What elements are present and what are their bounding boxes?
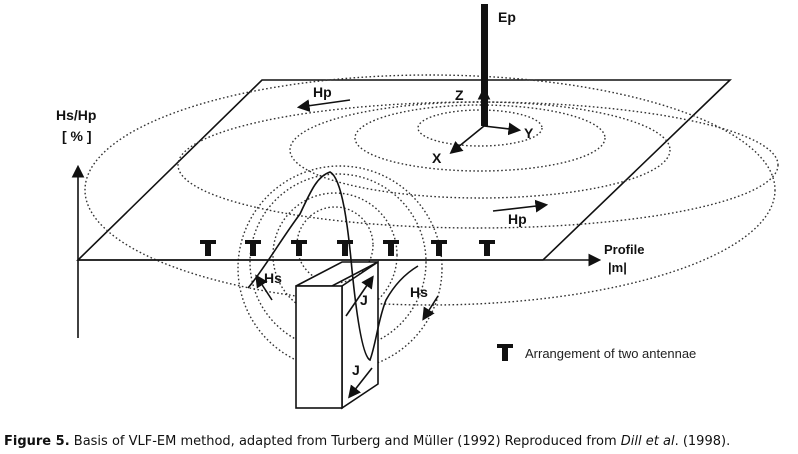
legend-antenna-icon	[497, 344, 513, 361]
primary-field-ellipse-3	[289, 101, 671, 199]
label-hs-hp: Hs/Hp	[56, 107, 96, 123]
label-j-upper: J	[360, 292, 368, 308]
hs-hp-anomaly-curve	[247, 171, 419, 362]
primary-field-ellipse-5	[84, 74, 776, 306]
vlf-em-diagram: Arrangement of two antennae Ep Z Y X Hp …	[56, 4, 779, 410]
primary-field-ellipse-4	[177, 101, 779, 229]
caption-prefix: Figure 5.	[4, 434, 70, 449]
primary-field-ellipse-1	[417, 109, 543, 147]
antenna-marker	[479, 240, 495, 256]
hp-arrow-right	[492, 199, 549, 213]
label-hs-right: Hs	[410, 284, 428, 300]
label-hp-top: Hp	[313, 84, 332, 100]
hp-arrow-top	[296, 99, 351, 113]
label-z: Z	[455, 87, 464, 103]
caption-text-end: . (1998).	[674, 434, 731, 449]
secondary-field-circle-3	[249, 173, 427, 351]
figure-caption: Figure 5. Basis of VLF-EM method, adapte…	[4, 434, 730, 449]
antenna-marker	[337, 240, 353, 256]
hs-arrow-left	[255, 274, 273, 301]
label-x: X	[432, 150, 442, 166]
j-arrow-lower	[348, 367, 373, 399]
caption-text-main: Basis of VLF-EM method, adapted from Tur…	[69, 434, 621, 449]
secondary-field-circle-4	[237, 165, 443, 371]
antenna-marker	[431, 240, 447, 256]
secondary-field-circle-1	[296, 206, 374, 284]
antenna-marker	[383, 240, 399, 256]
label-profile: Profile	[604, 242, 644, 257]
antenna-marker	[245, 240, 261, 256]
label-hp-right: Hp	[508, 211, 527, 227]
caption-citation: Dill et al	[620, 434, 675, 449]
ground-plane	[76, 79, 732, 261]
label-ep: Ep	[498, 9, 516, 25]
hs-arrow-right	[422, 295, 439, 321]
antenna-marker	[200, 240, 216, 256]
antenna-marker	[291, 240, 307, 256]
x-axis	[449, 125, 485, 155]
label-hs-left: Hs	[264, 270, 282, 286]
primary-field-ellipse-2	[354, 104, 606, 172]
j-arrow-upper	[345, 275, 374, 317]
label-meters: |m|	[608, 260, 627, 275]
conductor-front	[295, 285, 343, 409]
ep-mast	[481, 4, 488, 126]
label-percent: [ % ]	[62, 128, 92, 144]
label-j-lower: J	[352, 362, 360, 378]
label-y: Y	[524, 125, 534, 141]
y-axis	[483, 122, 522, 136]
legend-text: Arrangement of two antennae	[525, 346, 696, 361]
